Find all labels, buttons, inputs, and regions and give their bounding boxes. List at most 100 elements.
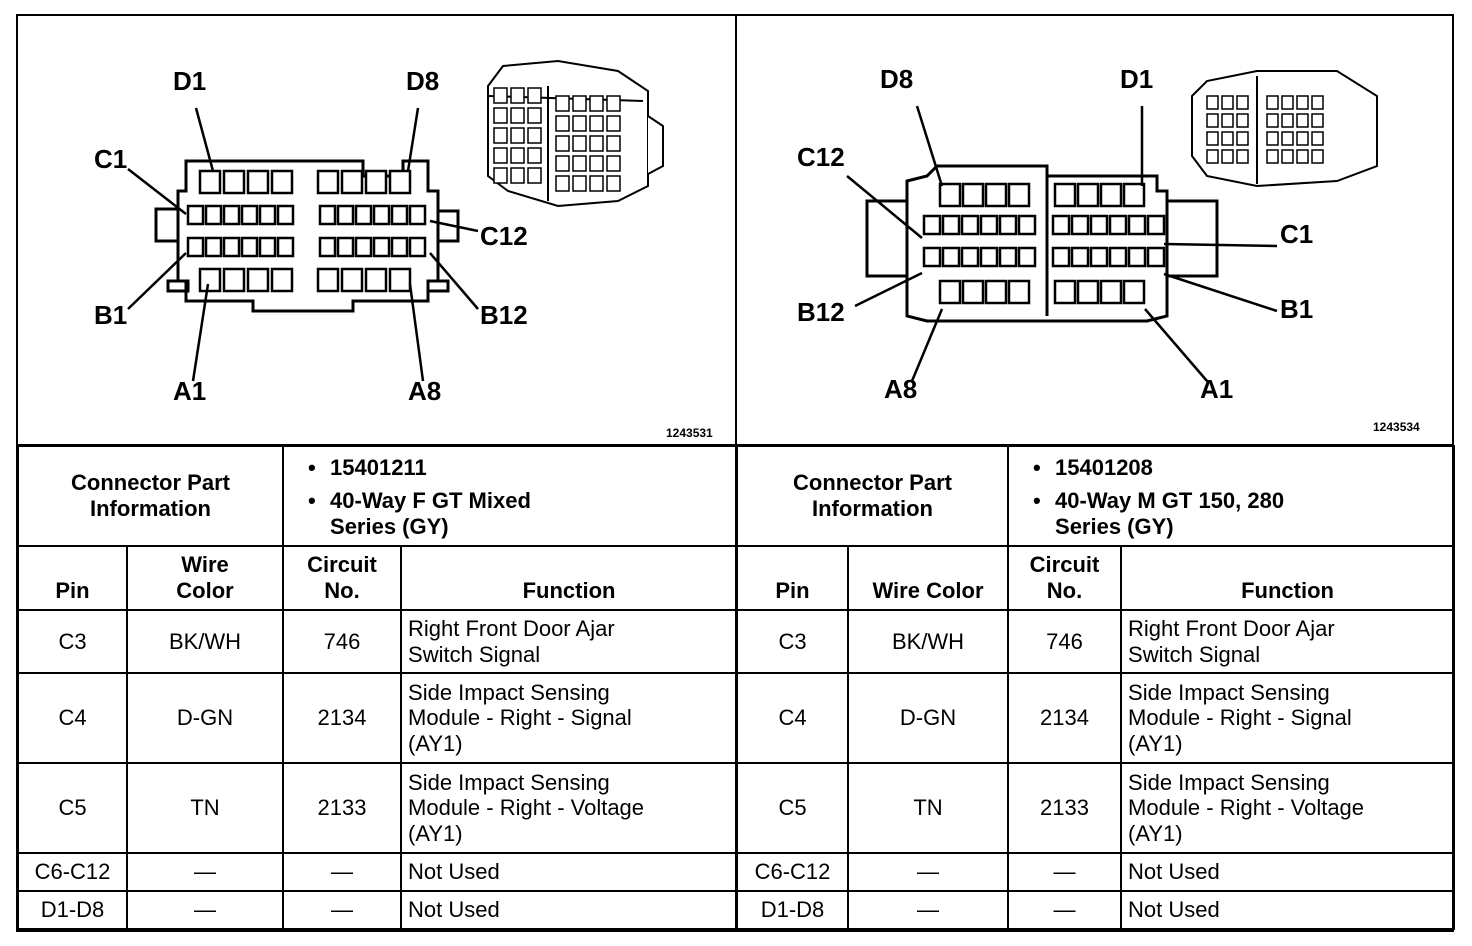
- right-connector-drawing: [846, 70, 1378, 382]
- function-cell: Right Front Door Ajar Switch Signal: [1120, 609, 1456, 674]
- label-b12: B12: [797, 297, 845, 327]
- label-a1: A1: [173, 376, 207, 406]
- connector-cavity: [340, 267, 364, 293]
- connector-info-list: 15401208 40-Way M GT 150, 280 Series (GY…: [1015, 455, 1447, 539]
- part-description: 40-Way F GT Mixed Series (GY): [308, 488, 590, 539]
- connector-cavity: [510, 167, 525, 184]
- connector-cavity: [555, 155, 570, 172]
- connector-cavity: [372, 236, 391, 258]
- table-row: C5 TN 2133 Side Impact Sensing Module - …: [17, 762, 739, 854]
- wire-cell: BK/WH: [846, 609, 1010, 674]
- connector-cavity: [555, 95, 570, 112]
- part-number: 15401208: [1033, 455, 1447, 481]
- connector-cavity: [1221, 113, 1234, 128]
- connector-cavity: [1017, 214, 1037, 236]
- label-c1: C1: [94, 144, 128, 174]
- circuit-cell: 2134: [282, 672, 403, 764]
- connector-cavity: [1099, 182, 1123, 208]
- label-a8: A8: [408, 376, 442, 406]
- part-number: 15401211: [308, 455, 730, 481]
- connector-cavity: [1146, 246, 1166, 268]
- connector-cavity: [589, 115, 604, 132]
- connector-cavity: [198, 169, 222, 195]
- connector-cavity: [388, 267, 412, 293]
- connector-cavity: [941, 246, 961, 268]
- label-b1: B1: [94, 300, 128, 330]
- connector-cavity: [1266, 131, 1279, 146]
- connector-cavity: [572, 135, 587, 152]
- connector-info-row: Connector Part Information 15401208 40-W…: [735, 445, 1456, 547]
- table-row: C5 TN 2133 Side Impact Sensing Module - …: [736, 762, 1456, 854]
- part-description: 40-Way M GT 150, 280 Series (GY): [1033, 488, 1285, 539]
- pin-cell: C3: [736, 609, 849, 674]
- connector-cavity: [276, 204, 295, 226]
- left-connector-drawing: [127, 59, 664, 382]
- label-b12: B12: [480, 300, 528, 330]
- connector-cavity: [1281, 149, 1294, 164]
- connector-cavity: [1070, 246, 1090, 268]
- connector-cavity: [408, 204, 427, 226]
- header-circuit: Circuit No.: [282, 545, 403, 611]
- connector-cavity: [1127, 214, 1147, 236]
- pin-cell: C6-C12: [17, 852, 128, 892]
- connector-cavity: [527, 147, 542, 164]
- connector-cavity: [1221, 131, 1234, 146]
- connector-cavity: [336, 236, 355, 258]
- connector-cavity: [527, 107, 542, 124]
- connector-cavity: [510, 87, 525, 104]
- connector-cavity: [1311, 95, 1324, 110]
- function-cell: Side Impact Sensing Module - Right - Vol…: [400, 762, 739, 854]
- wire-cell: TN: [846, 762, 1010, 854]
- circuit-cell: 746: [282, 609, 403, 674]
- label-d8: D8: [406, 66, 440, 96]
- label-c12: C12: [480, 221, 528, 251]
- wire-cell: —: [125, 852, 285, 892]
- connector-info-row: Connector Part Information 15401211 40-W…: [16, 445, 739, 547]
- connector-cavity: [390, 204, 409, 226]
- connector-cavity: [1296, 149, 1309, 164]
- connector-cavity: [960, 246, 980, 268]
- connector-cavity: [606, 115, 621, 132]
- left-connector-diagram: D1 D8 C1 C12 B1 B12 A1 A8 1243531: [18, 16, 736, 444]
- pin-cell: C4: [17, 672, 128, 764]
- pin-cell: C5: [17, 762, 128, 854]
- connector-cavity: [510, 107, 525, 124]
- connector-cavity: [204, 236, 223, 258]
- connector-cavity: [1236, 149, 1249, 164]
- connector-cavity: [316, 169, 340, 195]
- connector-cavity: [364, 267, 388, 293]
- connector-cavity: [922, 246, 942, 268]
- connector-cavity: [979, 246, 999, 268]
- circuit-cell: 2133: [282, 762, 403, 854]
- label-c1: C1: [1280, 219, 1314, 249]
- connector-cavity: [941, 214, 961, 236]
- function-cell: Side Impact Sensing Module - Right - Sig…: [1120, 672, 1456, 764]
- connector-cavity: [1236, 95, 1249, 110]
- connector-cavity: [372, 204, 391, 226]
- connector-cavity: [572, 175, 587, 192]
- pin-cell: C5: [736, 762, 849, 854]
- circuit-cell: —: [1007, 852, 1123, 892]
- connector-cavity: [258, 236, 277, 258]
- connector-cavity: [1266, 149, 1279, 164]
- connector-cavity: [979, 214, 999, 236]
- function-cell: Not Used: [1120, 890, 1456, 930]
- connector-cavity: [222, 204, 241, 226]
- connector-cavity: [240, 236, 259, 258]
- circuit-cell: —: [282, 890, 403, 930]
- connector-cavity: [240, 204, 259, 226]
- header-pin: Pin: [17, 545, 128, 611]
- connector-cavity: [998, 246, 1018, 268]
- table-row: C6-C12 — — Not Used: [17, 852, 739, 892]
- pin-cell: C6-C12: [736, 852, 849, 892]
- connector-cavity: [960, 214, 980, 236]
- connector-cavity: [204, 204, 223, 226]
- connector-cavity: [1221, 95, 1234, 110]
- function-cell: Not Used: [400, 852, 739, 892]
- connector-cavity: [258, 204, 277, 226]
- header-circuit: Circuit No.: [1007, 545, 1123, 611]
- connector-cavity: [1051, 214, 1071, 236]
- connector-cavity: [589, 175, 604, 192]
- connector-cavity: [246, 169, 270, 195]
- label-b1: B1: [1280, 294, 1314, 324]
